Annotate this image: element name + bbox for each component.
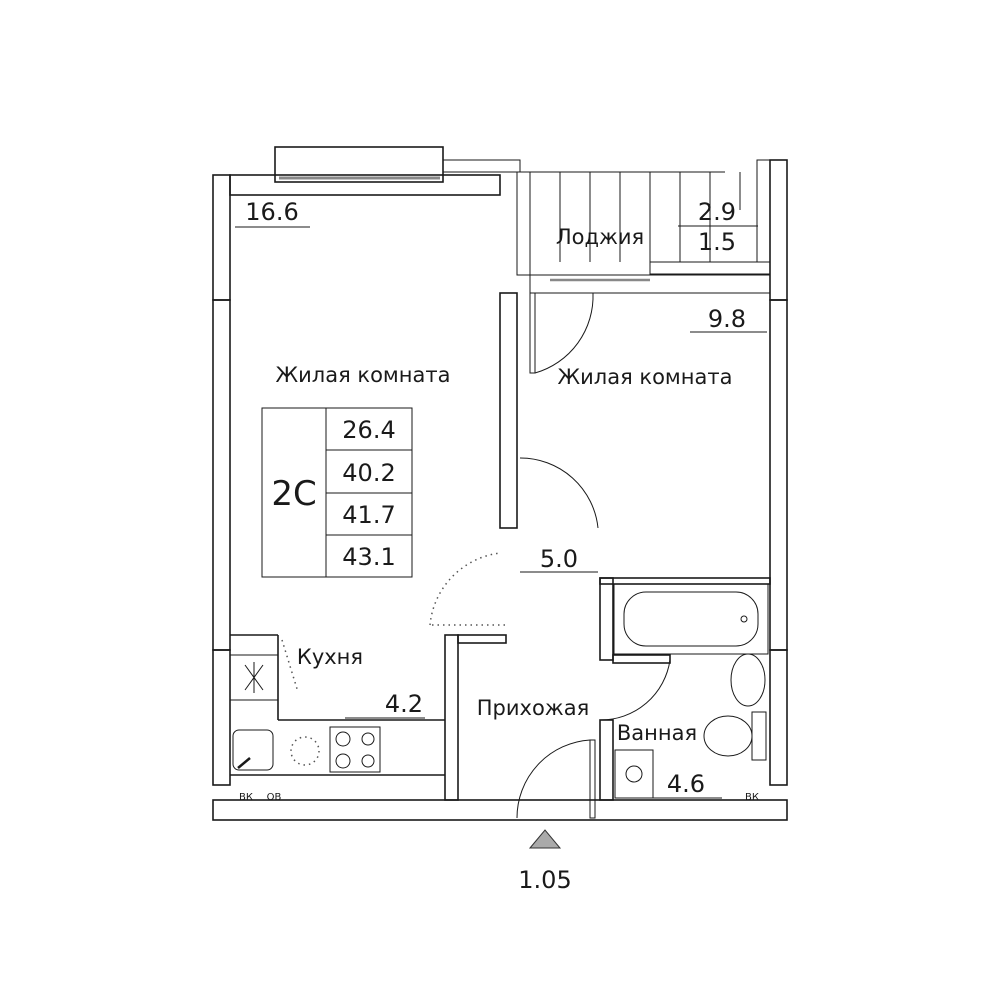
exterior-walls	[212, 159, 788, 821]
entrance-level: 1.05	[518, 866, 571, 894]
bathroom-area: 4.6	[667, 770, 705, 798]
area-underlines	[235, 225, 767, 799]
living-room-1-area: 16.6	[245, 198, 298, 226]
exterior-entrance	[528, 829, 562, 849]
hallway-label: Прихожая	[477, 696, 589, 720]
area-table	[261, 407, 413, 578]
kitchen-area: 4.2	[385, 690, 423, 718]
apartment-type: 2С	[271, 474, 316, 514]
doors	[281, 292, 671, 819]
kitchen-label: Кухня	[297, 645, 363, 669]
sink	[730, 653, 766, 707]
riser-ov: ОВ	[267, 792, 282, 803]
loggia-area-full: 2.9	[698, 198, 736, 226]
window-living-room	[274, 146, 444, 183]
loggia-area-reduced: 1.5	[698, 228, 736, 256]
corridor-area: 5.0	[540, 545, 578, 573]
total-area-no-loggia: 40.2	[342, 459, 395, 487]
total-area-reduced: 41.7	[342, 501, 395, 529]
total-area: 43.1	[342, 543, 395, 571]
bathtub	[613, 583, 769, 655]
toilet	[703, 711, 767, 761]
loggia	[442, 159, 771, 294]
living-room-1-label: Жилая комната	[276, 363, 451, 387]
riser-vk-right: ВК	[745, 792, 759, 803]
living-area: 26.4	[342, 416, 395, 444]
living-room-2-area: 9.8	[708, 305, 746, 333]
living-room-2-label: Жилая комната	[558, 365, 733, 389]
washing-machine	[614, 749, 654, 799]
bathroom-label: Ванная	[617, 721, 697, 745]
kitchen-fixtures	[229, 654, 381, 773]
riser-vk-left: ВК	[239, 792, 253, 803]
loggia-label: Лоджия	[556, 225, 644, 249]
